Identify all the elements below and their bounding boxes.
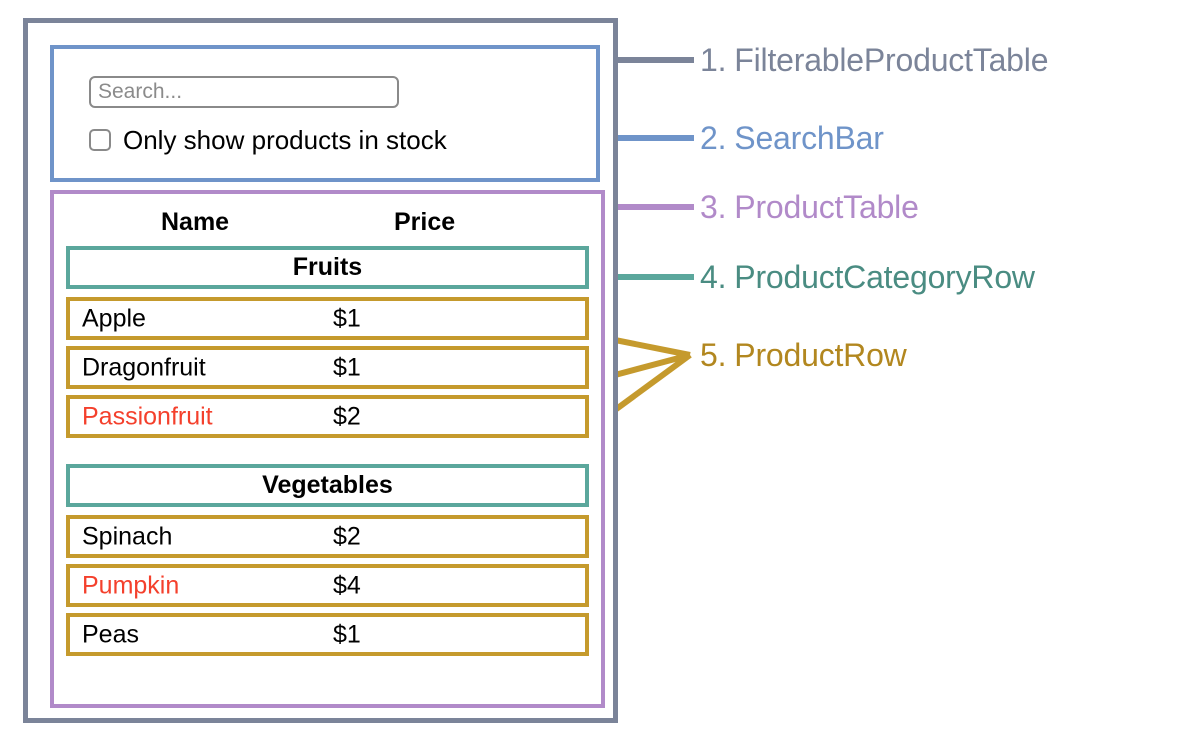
product-name: Apple <box>82 304 146 332</box>
legend-label: SearchBar <box>734 120 884 156</box>
product-row[interactable]: Dragonfruit $1 <box>66 346 589 389</box>
product-price: $4 <box>333 571 361 599</box>
product-category-label: Vegetables <box>262 471 393 499</box>
product-row[interactable]: Spinach $2 <box>66 515 589 558</box>
only-in-stock-checkbox[interactable] <box>89 129 111 151</box>
product-row[interactable]: Apple $1 <box>66 297 589 340</box>
legend-number: 1. <box>700 42 727 78</box>
product-name: Dragonfruit <box>82 353 206 381</box>
legend-number: 4. <box>700 259 727 295</box>
product-price: $2 <box>333 402 361 430</box>
legend-number: 5. <box>700 337 727 373</box>
legend-item-product-category-row: 4.ProductCategoryRow <box>700 259 1035 296</box>
product-price: $1 <box>333 620 361 648</box>
stock-filter-row[interactable]: Only show products in stock <box>89 127 447 153</box>
search-bar: Only show products in stock <box>50 45 600 182</box>
product-category-row-vegetables: Vegetables <box>66 464 589 507</box>
product-table: Name Price Fruits Apple $1 Dragonfruit $… <box>50 190 605 708</box>
legend-item-filterable-product-table: 1.FilterableProductTable <box>700 42 1048 79</box>
product-row[interactable]: Pumpkin $4 <box>66 564 589 607</box>
product-row[interactable]: Passionfruit $2 <box>66 395 589 438</box>
column-header-name: Name <box>161 208 230 236</box>
product-row[interactable]: Peas $1 <box>66 613 589 656</box>
product-name: Peas <box>82 620 139 648</box>
product-price: $1 <box>333 304 361 332</box>
legend-number: 3. <box>700 189 727 225</box>
product-name: Passionfruit <box>82 402 213 430</box>
legend-item-product-table: 3.ProductTable <box>700 189 919 226</box>
legend-number: 2. <box>700 120 727 156</box>
legend-item-product-row: 5.ProductRow <box>700 337 907 374</box>
product-category-label: Fruits <box>292 253 363 281</box>
only-in-stock-label: Only show products in stock <box>123 125 447 155</box>
product-category-row-fruits: Fruits <box>66 246 589 289</box>
legend-label: FilterableProductTable <box>734 42 1049 78</box>
product-table-body: Fruits Apple $1 Dragonfruit $1 Passionfr… <box>66 246 589 662</box>
product-price: $2 <box>333 522 361 550</box>
product-table-header: Name Price <box>54 194 601 246</box>
product-price: $1 <box>333 353 361 381</box>
legend-item-search-bar: 2.SearchBar <box>700 120 884 157</box>
search-input[interactable] <box>89 76 399 108</box>
product-name: Spinach <box>82 522 173 550</box>
legend-label: ProductCategoryRow <box>734 259 1035 295</box>
legend-label: ProductRow <box>734 337 907 373</box>
legend-label: ProductTable <box>734 189 919 225</box>
product-name: Pumpkin <box>82 571 180 599</box>
filterable-product-table: Only show products in stock Name Price F… <box>23 18 618 723</box>
column-header-price: Price <box>394 208 456 236</box>
